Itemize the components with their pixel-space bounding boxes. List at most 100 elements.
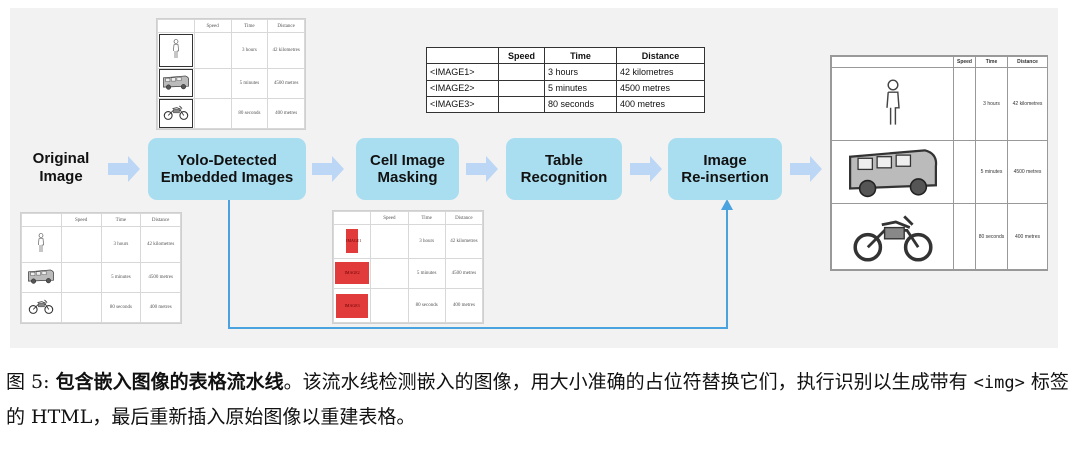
table-cell <box>157 19 195 33</box>
table-cell: 4500 metres <box>140 261 181 293</box>
table-cell <box>21 226 62 263</box>
table-cell <box>370 257 409 290</box>
table-cell <box>157 32 195 69</box>
table-cell: Time <box>975 56 1008 68</box>
caption-text: 标签的 HTML，最后重新插入原始图像以重建表格。 <box>6 371 1069 428</box>
table-cell: Time <box>407 211 446 225</box>
motorcycle-icon <box>28 297 54 315</box>
table-cell <box>21 261 62 293</box>
table-cell <box>831 56 954 68</box>
table-cell: 3 hours <box>230 32 269 69</box>
table-cell: 400 metres <box>444 288 484 323</box>
table-cell: 400 metres <box>1007 203 1048 270</box>
arrow-right-icon <box>312 156 344 182</box>
table-cell: 80 seconds <box>230 97 269 130</box>
table-cell: Speed <box>370 211 409 225</box>
step-yolo-detected: Yolo-Detected Embedded Images <box>148 138 306 200</box>
table-cell <box>193 32 232 69</box>
table-cell: IMAGE3 <box>332 288 372 323</box>
table-cell: 4500 metres <box>267 67 305 99</box>
table-cell: 4500 metres <box>444 257 484 290</box>
table-cell <box>332 211 372 225</box>
table-cell <box>157 67 195 99</box>
arrow-right-icon <box>466 156 498 182</box>
arrow-right-icon <box>630 156 662 182</box>
motorcycle-icon <box>851 208 935 264</box>
table-cell <box>157 97 195 130</box>
step-label: Table Recognition <box>520 152 608 186</box>
table-cell: 400 metres <box>267 97 305 130</box>
table-cell: Distance <box>444 211 484 225</box>
step-label: Cell Image Masking <box>369 152 446 186</box>
table-cell <box>426 46 499 65</box>
table-cell: 400 metres <box>140 291 181 324</box>
person-icon <box>171 38 181 60</box>
table-cell: Time <box>544 46 617 65</box>
table-cell: IMAGE1 <box>332 224 372 259</box>
table-cell: 80 seconds <box>544 95 617 114</box>
table-cell: 3 hours <box>975 67 1008 141</box>
table-cell: 4500 metres <box>1007 139 1048 205</box>
arrow-right-icon <box>790 156 822 182</box>
table-cell: Distance <box>1007 56 1048 68</box>
table-cell: 5 minutes <box>407 257 446 290</box>
table-cell: <IMAGE2> <box>426 79 499 97</box>
table-cell <box>953 203 976 270</box>
image-mask: IMAGE2 <box>335 262 370 285</box>
table-cell <box>193 67 232 99</box>
step-label: Yolo-Detected Embedded Images <box>160 152 294 186</box>
table-cell: 5 minutes <box>975 139 1008 205</box>
table-cell: Speed <box>193 19 232 33</box>
table-cell: Speed <box>60 213 102 227</box>
table-cell <box>370 288 409 323</box>
table-cell <box>60 226 102 263</box>
table-cell: <IMAGE1> <box>426 63 499 81</box>
step-table-recognition: Table Recognition <box>506 138 622 200</box>
step-label: Image Re-insertion <box>681 152 769 186</box>
table-cell <box>60 291 102 324</box>
table-cell <box>831 203 954 270</box>
caption-code: <img> <box>973 373 1025 393</box>
table-cell: Distance <box>140 213 181 227</box>
table-cell: 42 kilometres <box>444 224 484 259</box>
table-cell: Time <box>230 19 269 33</box>
image-mask: IMAGE1 <box>346 229 361 254</box>
table-cell: 80 seconds <box>100 291 142 324</box>
table-cell: 3 hours <box>407 224 446 259</box>
caption-title: 包含嵌入图像的表格流水线 <box>55 371 284 393</box>
table-cell: 4500 metres <box>616 79 705 97</box>
table-cell: 5 minutes <box>544 79 617 97</box>
table-cell <box>953 139 976 205</box>
table-cell <box>498 79 545 97</box>
table-cell <box>498 63 545 81</box>
table-cell: 3 hours <box>100 226 142 263</box>
table-cell <box>21 291 62 324</box>
table-cell: IMAGE2 <box>332 257 372 290</box>
table-cell: 400 metres <box>616 95 705 114</box>
step-image-reinsertion: Image Re-insertion <box>668 138 782 200</box>
bus-icon <box>845 144 941 198</box>
table-cell: 42 kilometres <box>267 32 305 69</box>
table-cell <box>370 224 409 259</box>
person-icon <box>881 72 905 134</box>
person-icon <box>36 232 46 254</box>
table-cell: 42 kilometres <box>616 63 705 81</box>
